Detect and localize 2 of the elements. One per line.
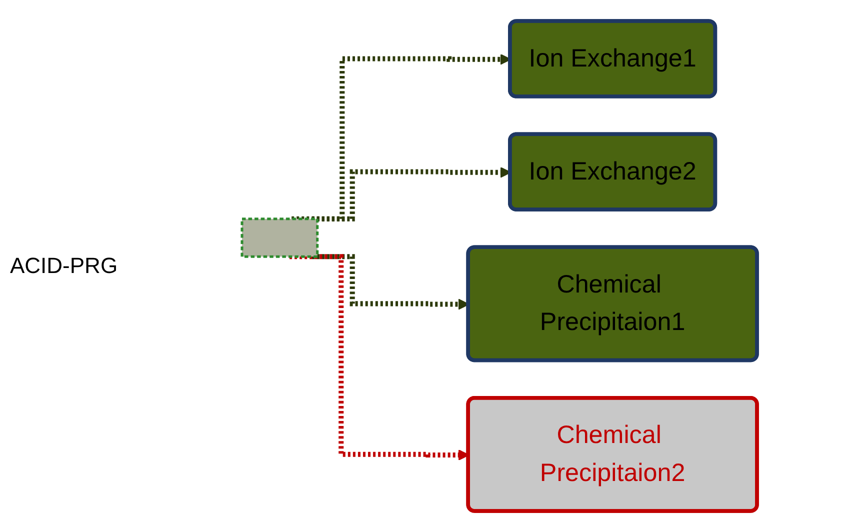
node-box: [240, 217, 319, 258]
line-label: ACID-PRG: [10, 252, 119, 278]
